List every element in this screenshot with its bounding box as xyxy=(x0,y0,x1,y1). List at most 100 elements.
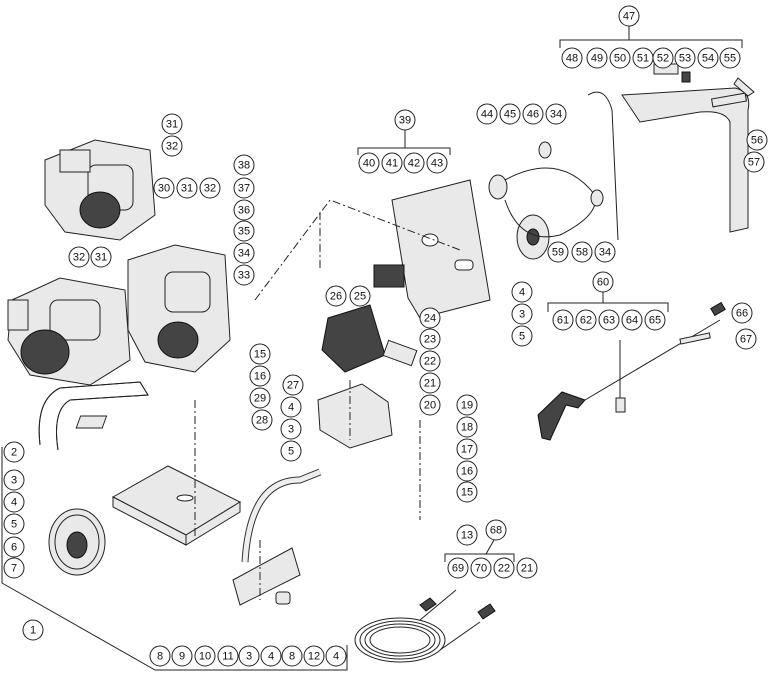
callout-circle xyxy=(419,394,441,416)
callout-31: 31 xyxy=(161,113,183,135)
callout-59: 59 xyxy=(547,241,569,263)
callout-15: 15 xyxy=(456,481,478,503)
callout-34: 34 xyxy=(545,103,567,125)
callout-label: 31 xyxy=(166,119,178,131)
callout-circle xyxy=(280,396,302,418)
callout-18: 18 xyxy=(456,416,478,438)
callout-label: 9 xyxy=(179,651,185,663)
callout-circle xyxy=(652,47,674,69)
callout-60: 60 xyxy=(592,271,614,293)
callout-label: 5 xyxy=(519,331,525,343)
callout-circle xyxy=(349,285,371,307)
callout-label: 48 xyxy=(566,53,578,65)
callout-5: 5 xyxy=(280,440,302,462)
callout-42: 42 xyxy=(403,152,425,174)
callout-45: 45 xyxy=(499,103,521,125)
callout-34: 34 xyxy=(233,242,255,264)
callout-circle xyxy=(3,513,25,535)
callout-28: 28 xyxy=(251,409,273,431)
callout-58: 58 xyxy=(571,241,593,263)
callout-label: 16 xyxy=(461,466,473,478)
callout-3: 3 xyxy=(3,469,25,491)
callout-label: 8 xyxy=(289,651,295,663)
callout-label: 32 xyxy=(73,252,85,264)
callout-3: 3 xyxy=(238,645,260,667)
callout-label: 6 xyxy=(11,542,17,554)
callout-62: 62 xyxy=(575,309,597,331)
callout-circle xyxy=(249,387,271,409)
callout-67: 67 xyxy=(735,328,757,350)
callout-label: 19 xyxy=(461,400,473,412)
callout-circle xyxy=(522,103,544,125)
callout-circle xyxy=(470,557,492,579)
callout-63: 63 xyxy=(598,309,620,331)
callout-26: 26 xyxy=(325,285,347,307)
callout-7: 7 xyxy=(3,557,25,579)
callout-21: 21 xyxy=(516,557,538,579)
callout-label: 67 xyxy=(740,334,752,346)
callout-3: 3 xyxy=(280,418,302,440)
callout-label: 23 xyxy=(424,334,436,346)
callout-4: 4 xyxy=(3,491,25,513)
callout-circle xyxy=(233,199,255,221)
callout-51: 51 xyxy=(632,47,654,69)
callout-4: 4 xyxy=(260,645,282,667)
callout-label: 20 xyxy=(424,400,436,412)
callout-label: 22 xyxy=(424,356,436,368)
callout-8: 8 xyxy=(149,645,171,667)
callout-label: 31 xyxy=(95,252,107,264)
callout-label: 49 xyxy=(591,53,603,65)
callout-label: 17 xyxy=(461,444,473,456)
callout-circle xyxy=(249,343,271,365)
callout-circle xyxy=(161,113,183,135)
callout-circle xyxy=(176,177,198,199)
callout-circle xyxy=(199,177,221,199)
callout-circle xyxy=(3,557,25,579)
callout-2: 2 xyxy=(3,441,25,463)
callout-label: 57 xyxy=(748,157,760,169)
callout-27: 27 xyxy=(282,374,304,396)
callout-56: 56 xyxy=(746,129,768,151)
wheel xyxy=(48,508,106,576)
callout-label: 4 xyxy=(519,287,525,299)
callout-circle xyxy=(746,129,768,151)
callout-circle xyxy=(485,519,507,541)
callout-circle xyxy=(22,619,44,641)
control-box xyxy=(317,383,393,449)
callout-65: 65 xyxy=(644,309,666,331)
callout-5: 5 xyxy=(511,325,533,347)
callout-label: 38 xyxy=(238,160,250,172)
callout-label: 61 xyxy=(557,315,569,327)
callout-circle xyxy=(621,309,643,331)
callout-label: 1 xyxy=(30,625,36,637)
callout-label: 35 xyxy=(238,226,250,238)
callout-32: 32 xyxy=(161,135,183,157)
callout-29: 29 xyxy=(249,387,271,409)
callout-label: 53 xyxy=(679,53,691,65)
callout-label: 32 xyxy=(166,141,178,153)
callout-circle xyxy=(194,645,216,667)
callout-55: 55 xyxy=(719,47,741,69)
callout-label: 15 xyxy=(461,487,473,499)
callout-label: 45 xyxy=(504,109,516,121)
callout-label: 59 xyxy=(552,247,564,259)
callout-16: 16 xyxy=(456,460,478,482)
callout-circle xyxy=(419,328,441,350)
callout-circle xyxy=(499,103,521,125)
callout-46: 46 xyxy=(522,103,544,125)
callout-label: 10 xyxy=(199,651,211,663)
callout-circle xyxy=(249,365,271,387)
callout-circle xyxy=(171,645,193,667)
callout-22: 22 xyxy=(419,350,441,372)
callout-circle xyxy=(251,409,273,431)
callout-16: 16 xyxy=(249,365,271,387)
callout-circle xyxy=(282,374,304,396)
callout-circle xyxy=(161,135,183,157)
callout-circle xyxy=(233,177,255,199)
callout-circle xyxy=(217,645,239,667)
callout-circle xyxy=(280,418,302,440)
callout-label: 63 xyxy=(603,315,615,327)
callout-9: 9 xyxy=(171,645,193,667)
callout-36: 36 xyxy=(233,199,255,221)
callout-circle xyxy=(280,440,302,462)
